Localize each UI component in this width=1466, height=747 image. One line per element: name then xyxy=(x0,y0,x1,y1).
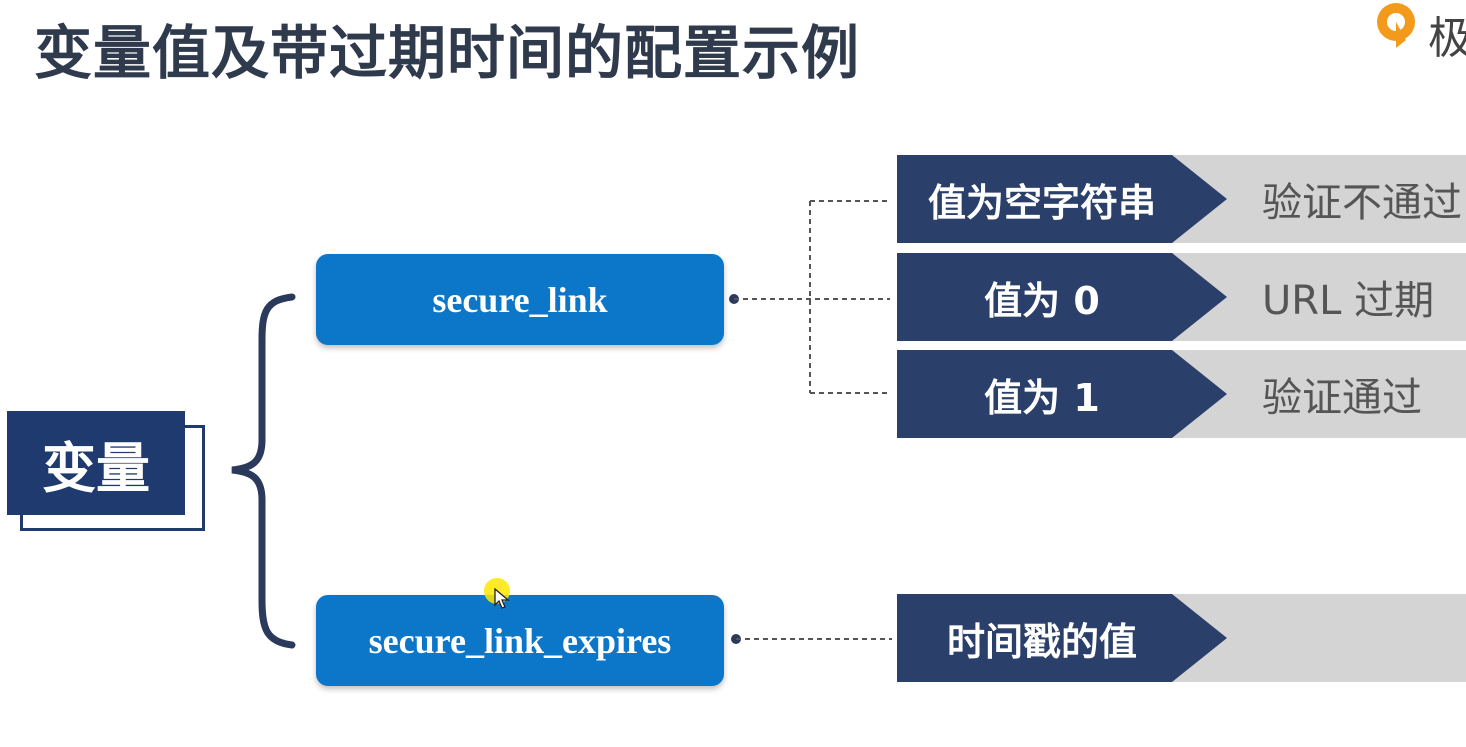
condition-arrow xyxy=(897,594,1227,682)
condition-row: 值为 1 验证通过 xyxy=(897,350,1466,438)
condition-arrow xyxy=(897,155,1227,243)
condition-label: 值为 0 xyxy=(984,278,1100,323)
condition-label: 时间戳的值 xyxy=(946,619,1137,664)
condition-arrow xyxy=(897,253,1227,341)
brand-logo: 极 xyxy=(1368,0,1466,60)
mouse-cursor-highlight xyxy=(484,578,510,609)
condition-row: 时间戳的值 xyxy=(897,594,1466,682)
result-label: URL 过期 xyxy=(1262,278,1435,324)
result-label: 验证通过 xyxy=(1262,375,1422,421)
condition-row: 值为空字符串 验证不通过 xyxy=(897,155,1466,243)
root-node: 变量 xyxy=(7,411,185,515)
orange-q-logo-icon xyxy=(1377,3,1415,48)
condition-label: 值为 1 xyxy=(984,375,1100,420)
variable-secure-link-expires: secure_link_expires xyxy=(316,595,724,686)
logo-text: 极 xyxy=(1428,13,1466,60)
page-title: 变量值及带过期时间的配置示例 xyxy=(34,19,861,87)
cursor-arrow-icon xyxy=(494,588,510,609)
variable-secure-link: secure_link xyxy=(316,254,724,345)
connector-dot xyxy=(729,294,739,304)
brace xyxy=(231,293,296,649)
result-label: 验证不通过 xyxy=(1262,180,1462,226)
connector-dot xyxy=(731,634,741,644)
condition-row: 值为 0 URL 过期 xyxy=(897,253,1466,341)
condition-label: 值为空字符串 xyxy=(927,180,1156,225)
condition-arrow xyxy=(897,350,1227,438)
